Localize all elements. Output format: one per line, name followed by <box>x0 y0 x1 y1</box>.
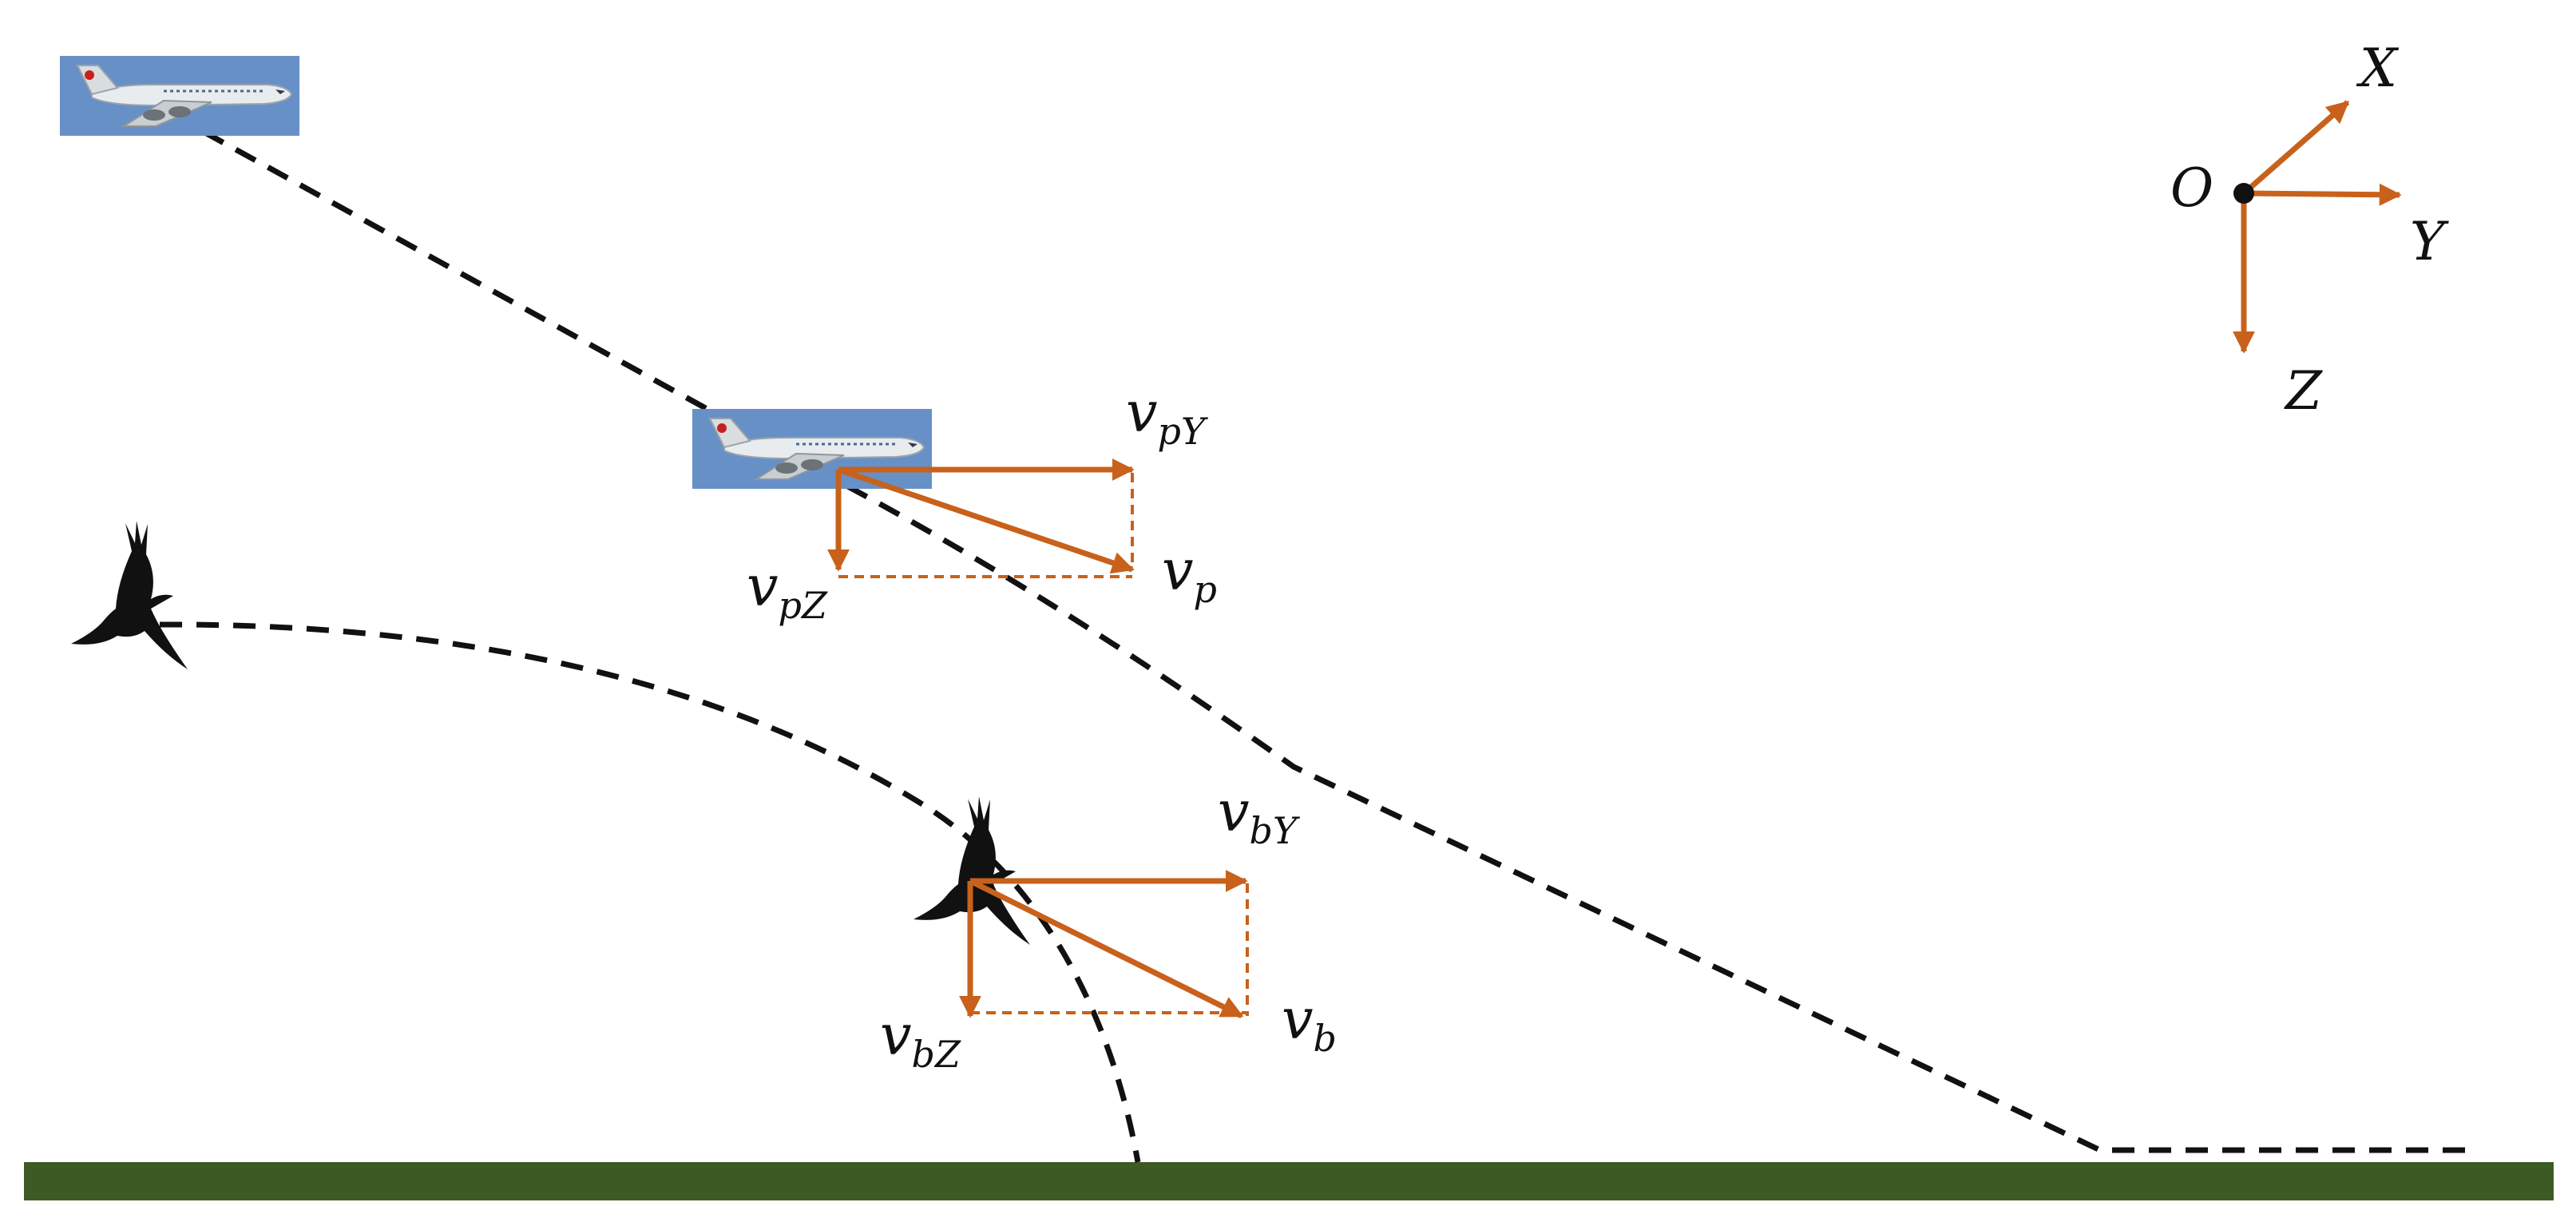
plane-vY-label: vpY <box>1126 379 1209 453</box>
x-axis-label: X <box>2356 38 2400 99</box>
airplane-photo-start <box>58 56 301 136</box>
bird-v-sub: b <box>1314 1017 1337 1060</box>
airplane-photo-mid <box>691 409 933 489</box>
plane-trajectory <box>202 129 2467 1153</box>
bird-velocity-vectors <box>959 870 1249 1019</box>
plane-v-label: vp <box>1162 538 1217 611</box>
bird-v-main: v <box>1282 986 1314 1052</box>
x-axis-arrow <box>2241 100 2350 196</box>
bird-vZ-sub: bZ <box>912 1033 961 1076</box>
plane-vZ-label: vpZ <box>747 554 828 627</box>
plane-vY-main: v <box>1126 379 1158 445</box>
plane-v-main: v <box>1162 538 1194 603</box>
bird-vZ-main: v <box>880 1002 912 1068</box>
plane-v-sub: p <box>1194 568 1217 611</box>
z-axis-label: Z <box>2284 360 2323 422</box>
plane-vY-sub: pY <box>1158 410 1209 453</box>
origin-point <box>2233 183 2254 204</box>
plane-velocity-vectors <box>827 458 1135 578</box>
bird-vY-label: vbY <box>1218 779 1301 852</box>
bird-silhouette-start <box>71 521 188 669</box>
bird-vY-main: v <box>1218 779 1250 844</box>
plane-vZ-main: v <box>747 554 779 619</box>
bird-v-label: vb <box>1282 986 1337 1060</box>
plane-v-arrow <box>837 466 1135 574</box>
y-axis-label: Y <box>2410 211 2449 272</box>
coordinate-axes: O X Y Z <box>2170 38 2449 422</box>
bird-v-arrow <box>969 878 1244 1019</box>
plane-vZ-sub: pZ <box>779 584 828 627</box>
ground <box>24 1162 2554 1200</box>
y-axis-arrow <box>2243 183 2402 206</box>
bird-vY-sub: bY <box>1250 809 1301 852</box>
origin-label: O <box>2170 157 2213 219</box>
bird-vZ-label: vbZ <box>880 1002 961 1076</box>
